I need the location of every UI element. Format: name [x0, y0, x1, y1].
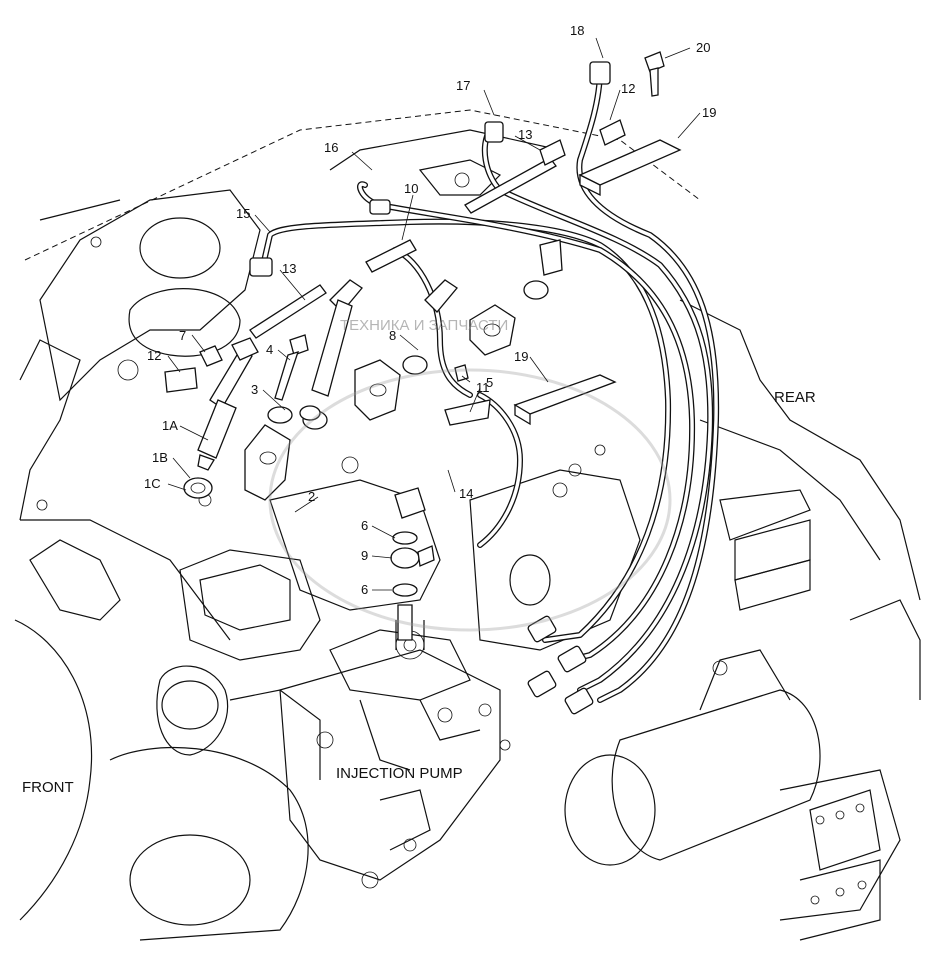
callout-19-top: 19 — [702, 105, 716, 120]
callout-12-left: 12 — [147, 348, 161, 363]
callout-1b: 1B — [152, 450, 168, 465]
pipe-nuts — [249, 61, 611, 715]
return-pipes — [164, 119, 626, 393]
watermark: ТЕХНИКА И ЗАПЧАСТИ — [268, 317, 672, 632]
orientation-rear: REAR — [774, 389, 816, 406]
bolts — [199, 51, 665, 426]
banjo-fitting — [390, 487, 435, 641]
callout-17: 17 — [456, 78, 470, 93]
injector-third — [402, 279, 458, 375]
pipe-clamps-19 — [513, 139, 682, 426]
callout-13-left: 13 — [282, 261, 296, 276]
callout-6-lower: 6 — [361, 582, 368, 597]
callout-16: 16 — [324, 140, 338, 155]
callout-1a: 1A — [162, 418, 178, 433]
callout-2: 2 — [308, 489, 315, 504]
orientation-front: FRONT — [22, 779, 74, 796]
callout-7: 7 — [179, 328, 186, 343]
watermark-text: ТЕХНИКА И ЗАПЧАСТИ — [340, 317, 508, 334]
callout-14: 14 — [459, 486, 473, 501]
injector-front — [183, 337, 259, 499]
callout-19-lower: 19 — [514, 349, 528, 364]
callout-18: 18 — [570, 23, 584, 38]
engine-block-outline — [14, 109, 921, 941]
injection-pump-label: INJECTION PUMP — [336, 765, 463, 782]
callout-8: 8 — [389, 328, 396, 343]
leader-lines — [167, 37, 701, 591]
injection-pump — [279, 620, 511, 889]
injector-clamps — [244, 304, 516, 501]
callout-4: 4 — [266, 342, 273, 357]
callout-20: 20 — [696, 40, 710, 55]
injector-fourth — [523, 239, 563, 300]
callout-13-top: 13 — [518, 127, 532, 142]
starter-motor — [564, 649, 901, 941]
callout-12-top: 12 — [621, 81, 635, 96]
callout-6-upper: 6 — [361, 518, 368, 533]
callout-11: 11 — [476, 380, 490, 395]
callout-15: 15 — [236, 206, 250, 221]
callout-10: 10 — [404, 181, 418, 196]
callout-1c: 1C — [144, 476, 161, 491]
callout-5: 5 — [486, 375, 493, 390]
callout-9: 9 — [361, 548, 368, 563]
callout-3: 3 — [251, 382, 258, 397]
callout-labels: 16 15 10 17 18 20 19 12 13 13 7 12 4 3 1… — [22, 23, 816, 796]
